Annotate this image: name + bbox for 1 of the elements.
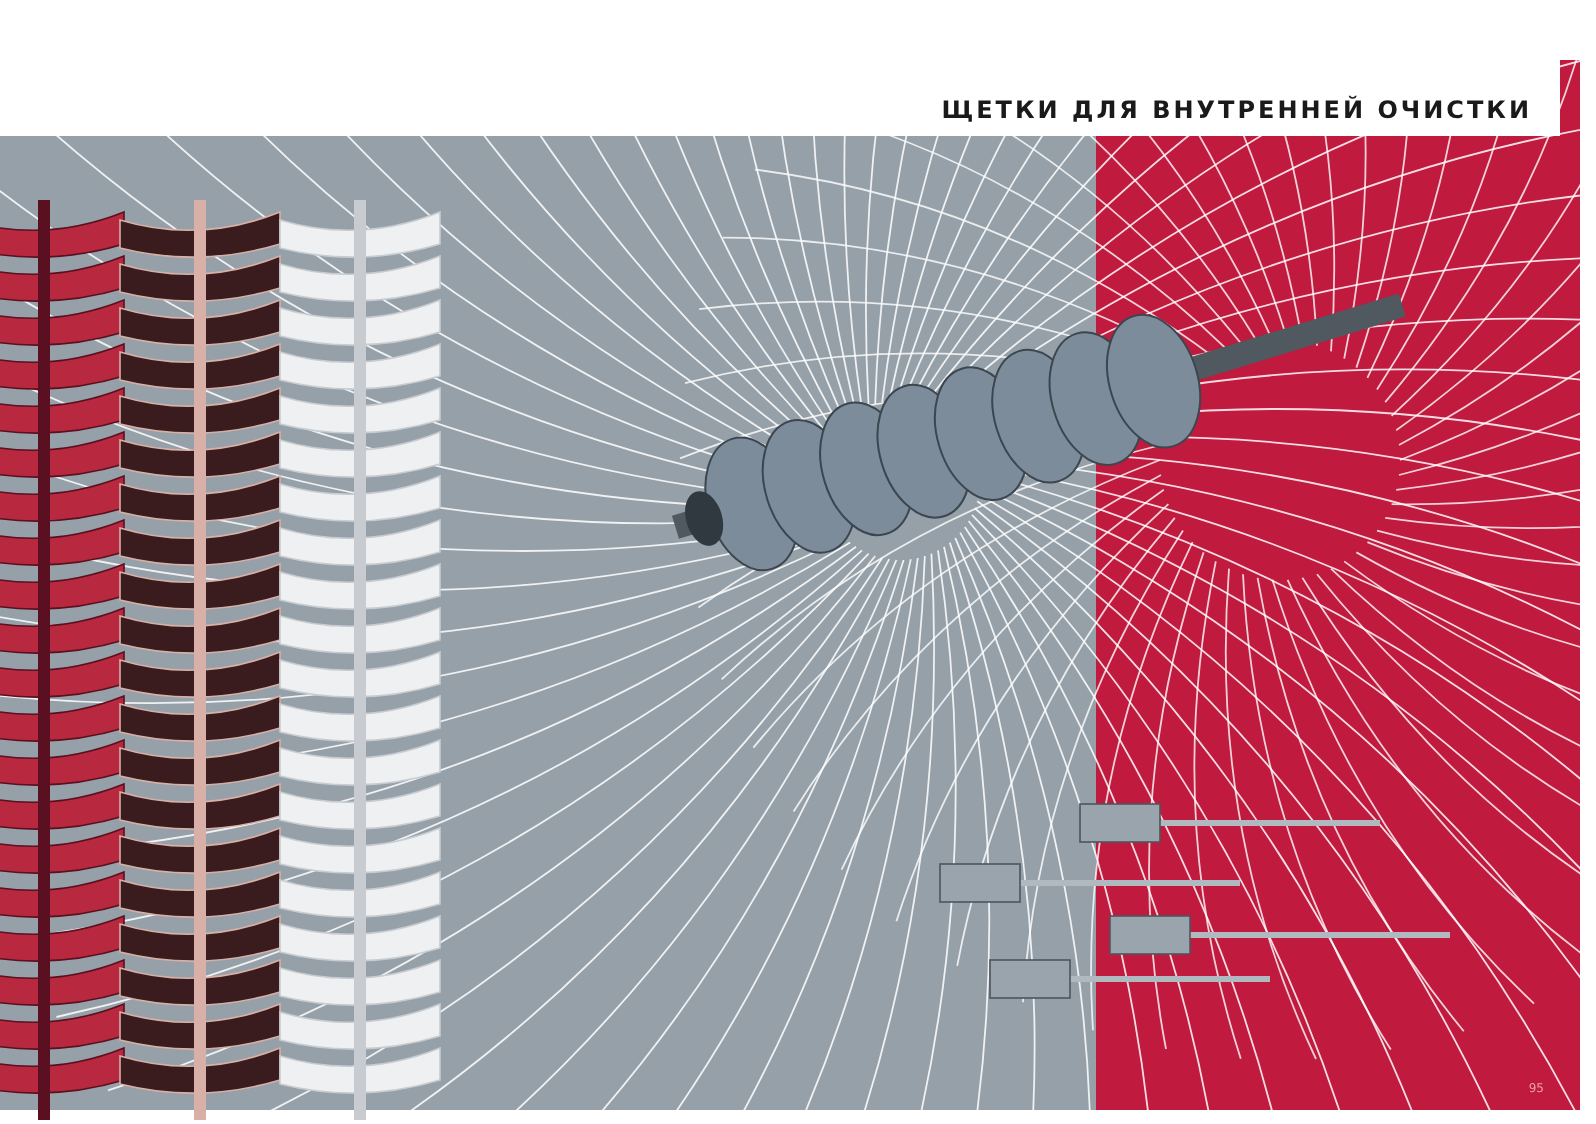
- page-heading: ЩЕТКИ ДЛЯ ВНУТРЕННЕЙ ОЧИСТКИ: [941, 96, 1532, 124]
